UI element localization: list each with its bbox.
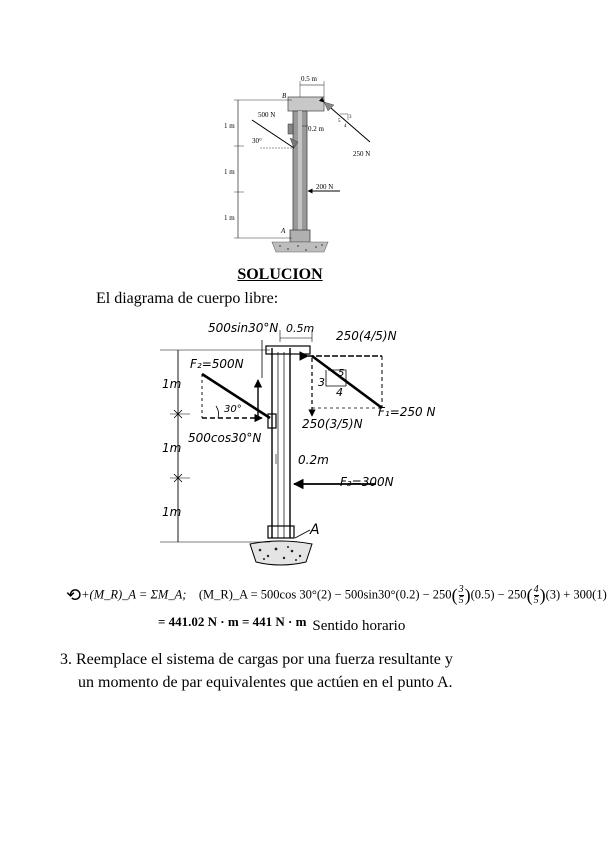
free-body-diagram: A 1m 1m 1m 500sin30°N 0.5m 250(4/5)N 5 3… (160, 321, 435, 566)
fbd-angle: 30° (224, 404, 242, 415)
moment-equation: ⟲+(M_R)_A = ΣM_A; (M_R)_A = 500cos 30°(2… (66, 584, 607, 606)
fig1-tri-3: 3 (349, 115, 352, 120)
fbd-tri-3: 3 (318, 376, 325, 389)
fbd-tri-5: 5 (338, 368, 344, 379)
fbd-tri-4: 4 (336, 386, 343, 399)
moment-sign-icon: ⟲ (66, 585, 82, 605)
fbd-dim-02: 0.2m (298, 453, 329, 467)
equation-rhs-start: (M_R)_A = 500cos 30°(2) − 500sin30°(0.2)… (198, 587, 452, 602)
fbd-force-f3: F₃=300N (340, 475, 394, 489)
fbd-v-component: 250(3/5)N (302, 417, 363, 431)
fig1-len-3: 1 m (224, 214, 235, 222)
problem-number: 3. (60, 651, 72, 668)
fbd-h-component: 250(4/5)N (336, 329, 397, 343)
fbd-force-f1: F₁=250 N (378, 405, 435, 419)
equation-rhs-end: (3) + 300(1) (545, 587, 607, 602)
fbd-dim-top: 0.5m (286, 322, 314, 335)
equation-result: = 441.02 N · m = 441 N · m (158, 614, 307, 629)
fig1-len-2: 1 m (224, 168, 235, 176)
fbd-len-3: 1m (162, 505, 181, 519)
rotation-sense: Sentido horario (312, 618, 406, 634)
fig1-angle: 30° (252, 137, 262, 145)
fig1-tri-4: 4 (344, 124, 347, 129)
fig1-len-1: 1 m (224, 122, 235, 130)
column-cap (287, 96, 325, 112)
fbd-cos-component: 500cos30°N (188, 431, 261, 445)
fig1-label-b: B (282, 92, 287, 100)
moment-result: = 441.02 N · m = 441 N · m Sentido horari… (158, 614, 406, 634)
fbd-len-2: 1m (162, 441, 181, 455)
problem-figure: 1 m 1 m 1 m 0.5 m B 500 N 30° 0.2 m 250 … (224, 75, 371, 253)
fbd-label-a: A (309, 522, 320, 538)
fbd-base (267, 525, 295, 539)
problem-3: 3. Reemplace el sistema de cargas por un… (60, 648, 560, 694)
fig1-tri-5: 5 (338, 119, 341, 124)
fbd-ground (249, 540, 313, 566)
fbd-len-1: 1m (162, 377, 181, 391)
fbd-sin-component: 500sin30°N (208, 321, 278, 335)
fig1-force-500: 500 N (258, 111, 275, 119)
equation-rhs-mid: (0.5) − 250 (470, 587, 527, 602)
fig1-label-a: A (280, 227, 286, 235)
fig1-force-250: 250 N (353, 150, 370, 158)
fig1-dim-top: 0.5 m (301, 75, 318, 83)
ground (271, 241, 329, 253)
solution-heading: SOLUCION (237, 266, 323, 283)
free-body-diagram-label: El diagrama de cuerpo libre: (96, 290, 279, 307)
problem-line-1: Reemplace el sistema de cargas por una f… (76, 651, 453, 668)
problem-line-2: un momento de par equivalentes que actúe… (78, 674, 453, 691)
fig1-dim-02: 0.2 m (308, 125, 325, 133)
equation-lhs: +(M_R)_A = ΣM_A; (81, 587, 187, 602)
column-base (289, 229, 311, 243)
fig1-force-200: 200 N (316, 183, 333, 191)
fbd-force-f2: F₂=500N (190, 357, 244, 371)
